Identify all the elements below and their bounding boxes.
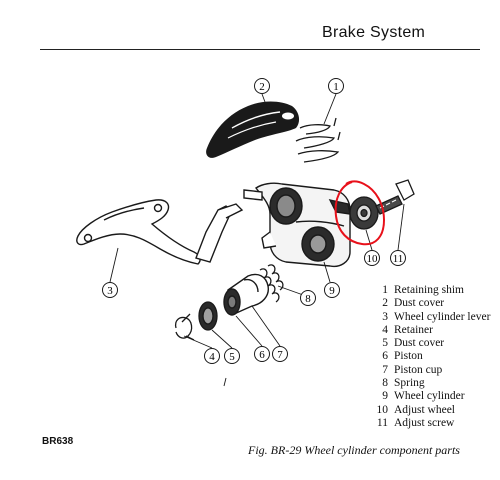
callout-8: 8: [300, 290, 316, 306]
dust-cover-part: [206, 101, 300, 158]
callout-9: 9: [324, 282, 340, 298]
callout-6: 6: [254, 346, 270, 362]
callout-10: 10: [364, 250, 380, 266]
svg-text:10: 10: [367, 253, 379, 265]
wheel-cylinder-lever-part: [76, 199, 244, 265]
callout-3: 3: [102, 282, 118, 298]
callout-11: 11: [390, 250, 406, 266]
svg-text:7: 7: [277, 349, 283, 361]
svg-text:1: 1: [333, 81, 339, 93]
svg-text:2: 2: [259, 81, 265, 93]
svg-text:4: 4: [209, 351, 215, 363]
figure-caption: Fig. BR-29 Wheel cylinder component part…: [248, 443, 460, 457]
red-highlight-circle: [334, 180, 386, 246]
adjust-wheel-part: [349, 196, 379, 230]
wheel-cylinder-part: [243, 182, 351, 268]
callout-5: 5: [224, 348, 240, 364]
svg-text:3: 3: [107, 285, 113, 297]
callout-1: 1: [328, 78, 344, 94]
svg-text:9: 9: [329, 285, 335, 297]
svg-text:5: 5: [229, 351, 235, 363]
svg-text:11: 11: [393, 253, 404, 265]
retaining-shim-part: [295, 117, 341, 163]
piston-part: [223, 273, 269, 316]
figure-code: BR638: [42, 436, 74, 447]
callout-4: 4: [204, 348, 220, 364]
header-rule: [40, 49, 480, 50]
svg-text:8: 8: [305, 293, 311, 305]
callout-7: 7: [272, 346, 288, 362]
small-dust-cover-part: [198, 301, 218, 331]
callout-2: 2: [254, 78, 270, 94]
page-title: Brake System: [322, 24, 426, 41]
svg-text:6: 6: [259, 349, 265, 361]
